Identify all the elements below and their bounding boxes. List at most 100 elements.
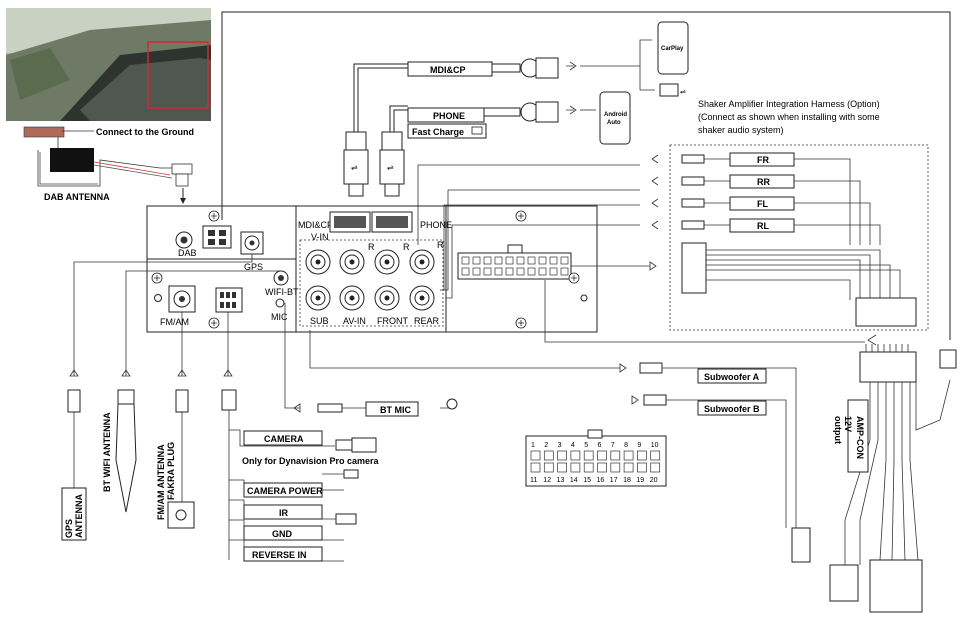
speaker-rcas: FR RR FL RL xyxy=(651,152,881,245)
pin-number: 17 xyxy=(610,477,618,484)
reverse-in-label: REVERSE IN xyxy=(252,550,307,560)
rca-plug xyxy=(681,220,705,230)
speaker-channel-box xyxy=(729,218,795,233)
dab-port-label: DAB xyxy=(178,248,197,258)
pin-number: 19 xyxy=(636,477,644,484)
panel-20pin-connector xyxy=(457,244,588,302)
pin-number: 15 xyxy=(583,477,591,484)
ground-strap: Connect to the Ground xyxy=(23,126,194,148)
carplay-label: CarPlay xyxy=(661,46,684,52)
gps-antenna-label-1: GPS xyxy=(64,519,74,538)
dab-antenna-label: DAB ANTENNA xyxy=(44,192,110,202)
camera-label: CAMERA xyxy=(264,434,304,444)
pin-slot xyxy=(597,450,607,461)
photo-highlight-box xyxy=(147,41,209,109)
connector-pin xyxy=(472,256,481,265)
pin-slot xyxy=(637,462,647,473)
camera-port xyxy=(215,287,243,313)
subwoofer-b-label: Subwoofer B xyxy=(704,404,760,414)
bt-mic-cable: BT MIC xyxy=(284,303,458,417)
ir-label: IR xyxy=(279,508,289,518)
arrow-icon xyxy=(651,220,659,230)
gps-port-label: GPS xyxy=(244,262,263,272)
mic-label: MIC xyxy=(271,312,288,322)
speaker-label-rl: RL xyxy=(757,221,769,231)
speaker-channel-box xyxy=(729,174,795,189)
phone-label: PHONE xyxy=(433,111,465,121)
connector-pin xyxy=(494,267,503,276)
shaker-note-1: (Connect as shown when installing with s… xyxy=(698,112,880,122)
android-label-2: Auto xyxy=(607,120,621,126)
connect-ground-label: Connect to the Ground xyxy=(96,127,194,137)
r-label-1: R xyxy=(368,242,375,252)
pin-number: 1 xyxy=(531,442,535,449)
bt-wifi-antenna-label: BT WIFI ANTENNA xyxy=(102,412,112,492)
pin-slot xyxy=(557,450,567,461)
connector-pin xyxy=(549,256,558,265)
pin-number: 5 xyxy=(584,442,588,449)
connector-pin xyxy=(527,256,536,265)
pin-slot xyxy=(530,462,541,473)
pin-slot xyxy=(623,462,634,473)
connector-pin xyxy=(538,267,547,276)
speaker-label-fr: FR xyxy=(757,155,769,165)
pin-number: 2 xyxy=(544,442,548,449)
rca-jacks xyxy=(305,249,435,311)
dynavision-note: Only for Dynavision Pro camera xyxy=(242,456,380,466)
pin-slot xyxy=(583,450,594,461)
shaker-title: Shaker Amplifier Integration Harness (Op… xyxy=(698,99,880,109)
r-label-2: R xyxy=(403,242,410,252)
pin-slot xyxy=(597,462,607,473)
subwoofer-a-label: Subwoofer A xyxy=(704,372,760,382)
gps-antenna-label-2: ANTENNA xyxy=(74,494,84,538)
pin-slot xyxy=(570,450,581,461)
power-4pin-port xyxy=(202,225,232,249)
connector-pin xyxy=(461,256,470,265)
pin-slot xyxy=(650,462,661,473)
pin-number: 6 xyxy=(598,442,602,449)
speaker-label-fl: FL xyxy=(757,199,768,209)
connector-pin xyxy=(538,256,547,265)
rca-section xyxy=(299,239,444,327)
main-wire-loop xyxy=(221,11,951,340)
panel-screws xyxy=(151,210,580,329)
connector-pin xyxy=(505,267,514,276)
pin-number: 11 xyxy=(530,477,537,484)
subwoofer-outputs: Subwoofer A Subwoofer B xyxy=(309,330,811,563)
connector-pin xyxy=(560,267,569,276)
usb-ports: MDI&CP PHONE xyxy=(298,211,452,233)
speaker-label-rr: RR xyxy=(757,177,770,187)
usb-stick-icon xyxy=(659,83,679,97)
speaker-channel-box xyxy=(729,152,795,167)
pin-number: 12 xyxy=(543,477,551,484)
antennas-left: GPS ANTENNA BT WIFI ANTENNA FM/AM ANTENN… xyxy=(61,254,281,541)
pin-slot xyxy=(637,450,647,461)
connector-pin xyxy=(472,267,481,276)
connector-pin xyxy=(483,256,492,265)
rca-plug xyxy=(681,176,705,186)
car-photo xyxy=(6,8,211,121)
shaker-plug xyxy=(681,242,917,327)
twelve-v-label-2: output xyxy=(833,416,843,444)
sub-label: SUB xyxy=(310,316,329,326)
dab-antenna: DAB ANTENNA xyxy=(37,148,193,204)
shaker-harness-box xyxy=(669,144,929,331)
arrow-icon xyxy=(651,198,659,208)
arrow-icon xyxy=(651,154,659,164)
pin-number: 13 xyxy=(557,477,565,484)
gnd-label: GND xyxy=(272,529,293,539)
bt-mic-label: BT MIC xyxy=(380,405,411,415)
phones: CarPlay ⇌ Android Auto xyxy=(566,21,689,145)
rca-plug xyxy=(681,154,705,164)
connector-pin xyxy=(494,256,503,265)
mic-port: MIC xyxy=(271,298,288,322)
rca-plug xyxy=(681,198,705,208)
pin-number: 18 xyxy=(623,477,631,484)
pin-number: 16 xyxy=(597,477,605,484)
gps-port: GPS xyxy=(240,231,264,272)
fm-am-antenna-label-1: FM/AM ANTENNA xyxy=(156,444,166,520)
fm-am-port: FM/AM xyxy=(154,285,196,327)
dab-port: DAB xyxy=(175,231,197,258)
